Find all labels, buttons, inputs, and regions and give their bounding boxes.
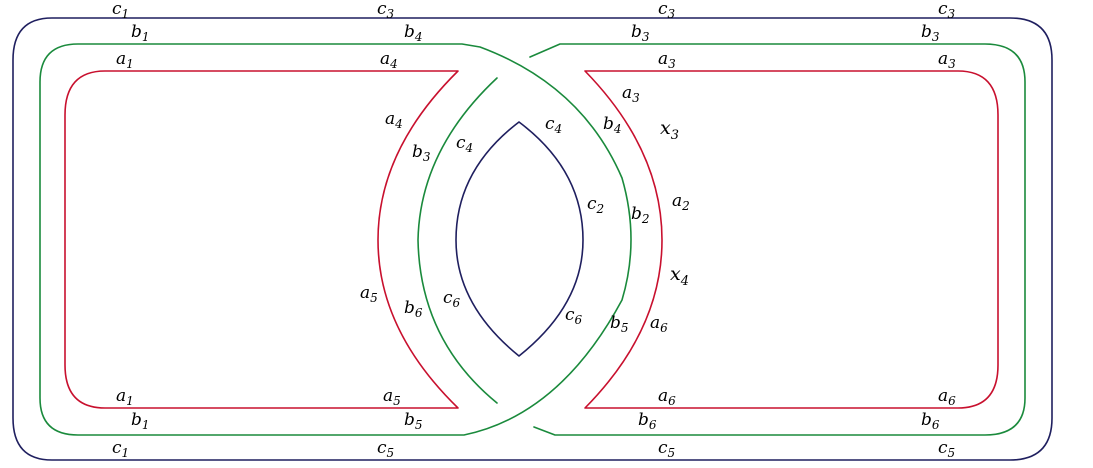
label-c3-top-right: c3	[938, 0, 956, 21]
label-a3-arc: a3	[622, 83, 640, 105]
label-a6-bottom-mid: a6	[658, 386, 676, 408]
a-curve-right	[584, 70, 999, 409]
label-a4-arc: a4	[385, 109, 403, 131]
label-c5-bottom-mid: c5	[658, 438, 675, 460]
label-c1-top: c1	[112, 0, 129, 21]
label-b6-arc: b6	[404, 298, 423, 320]
label-c1-bottom: c1	[112, 438, 129, 460]
label-c6-arc-right: c6	[565, 305, 583, 327]
a-curve-left	[64, 70, 459, 409]
label-b5-bottom: b5	[404, 410, 423, 432]
c-curve-outer	[12, 17, 1053, 461]
c-curve-lens	[455, 121, 584, 357]
label-x3: x3	[660, 117, 679, 143]
label-b3-top-right: b3	[921, 22, 940, 44]
label-b6-bottom-right: b6	[921, 410, 940, 432]
b-curve-right	[529, 43, 1026, 436]
label-b6-bottom-mid: b6	[638, 410, 657, 432]
label-c3-top-left: c3	[377, 0, 395, 21]
label-b1-bottom: b1	[131, 410, 150, 432]
b-curve-inner-arc	[417, 77, 498, 404]
label-b1-top: b1	[131, 22, 150, 44]
label-a3-top-right: a3	[938, 49, 956, 71]
label-a5-arc: a5	[360, 283, 378, 305]
label-c3-top-mid: c3	[658, 0, 676, 21]
label-a1-top: a1	[116, 49, 134, 71]
label-c5-bottom-right: c5	[938, 438, 955, 460]
label-a2-arc: a2	[672, 191, 690, 213]
label-b4-top: b4	[404, 22, 423, 44]
label-a6-arc: a6	[650, 313, 668, 335]
label-a3-top-mid: a3	[658, 49, 676, 71]
label-a6-bottom-right: a6	[938, 386, 956, 408]
label-c5-bottom-left: c5	[377, 438, 394, 460]
label-b5-arc: b5	[610, 313, 629, 335]
label-c2-arc: c2	[587, 194, 604, 216]
label-b2-arc: b2	[631, 204, 650, 226]
label-a5-bottom: a5	[383, 386, 401, 408]
label-c6-arc-left: c6	[443, 288, 461, 310]
label-x4: x4	[670, 263, 689, 289]
label-b3-top-mid: b3	[631, 22, 650, 44]
label-b3-arc: b3	[412, 142, 431, 164]
label-c4-arc-right: c4	[545, 114, 562, 136]
b-curve-left	[39, 43, 632, 436]
label-a1-bottom: a1	[116, 386, 134, 408]
label-a4-top: a4	[380, 49, 398, 71]
label-c4-arc-left: c4	[456, 133, 473, 155]
label-b4-arc: b4	[603, 114, 622, 136]
